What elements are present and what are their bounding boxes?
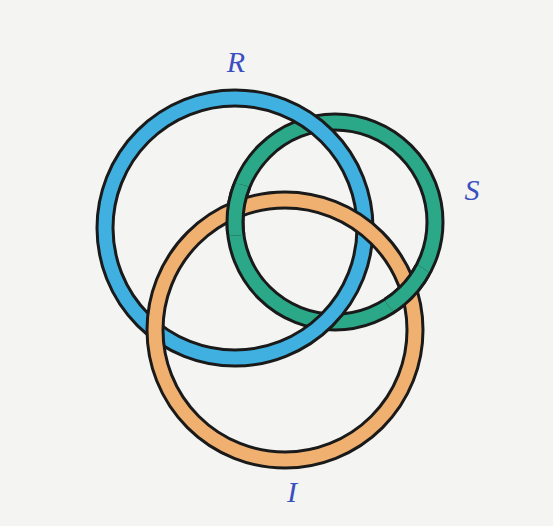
green-over-orange <box>235 122 435 322</box>
ring-label: I <box>287 477 297 507</box>
ring-label: R <box>227 47 245 77</box>
ring-label: S <box>465 175 480 205</box>
orange-ring <box>155 200 415 460</box>
